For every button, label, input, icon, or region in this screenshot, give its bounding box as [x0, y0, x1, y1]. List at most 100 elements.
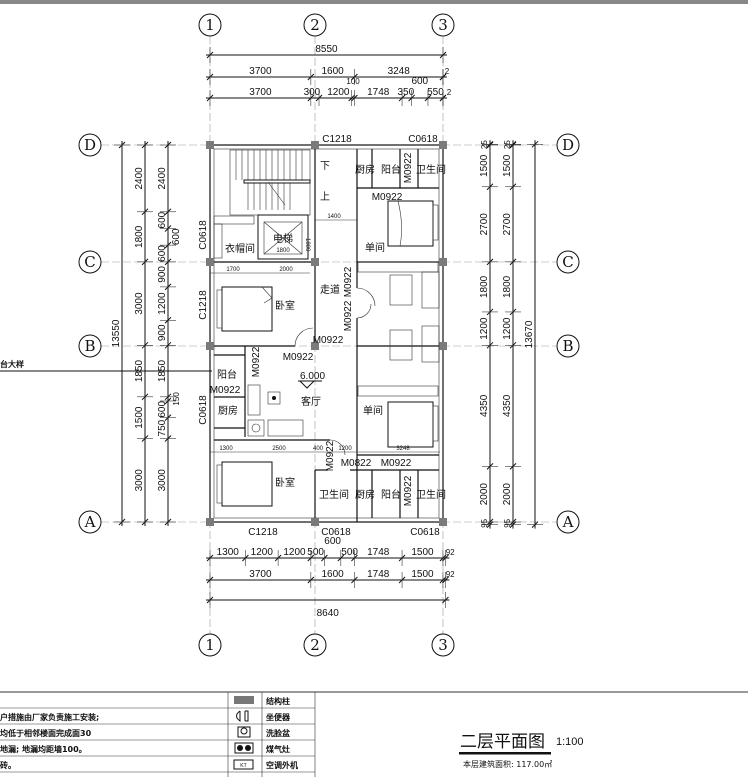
dimension-label: 3700	[249, 569, 272, 580]
title-text: 二层平面图	[460, 732, 545, 752]
axis-label: A	[84, 513, 96, 531]
room-label-balcony: 阳台	[381, 163, 401, 176]
door-label: M0922	[381, 458, 412, 469]
axis-label: B	[562, 337, 573, 355]
dimension-label: 2	[445, 67, 450, 76]
elevator-depth-label: 1800	[304, 238, 310, 252]
legend-label: 空调外机	[266, 760, 298, 770]
dim-label: 2500	[272, 446, 286, 452]
axis-label: D	[84, 136, 96, 154]
dimension-label: 300	[304, 87, 321, 98]
dimension-label: 900	[157, 266, 168, 283]
dimension-label: 1200	[479, 317, 490, 340]
dimension-label: 2400	[134, 167, 145, 190]
dim-label: 3248	[396, 446, 410, 452]
furniture	[216, 200, 440, 507]
door-swings	[294, 287, 376, 456]
dimension-label: 500	[341, 547, 358, 558]
dimension-label: 550	[427, 87, 444, 98]
room-label-kitchen: 厨房	[218, 404, 238, 417]
dim-label: 1200	[338, 446, 352, 452]
dimension-label: 3700	[249, 87, 272, 98]
legend-label: 结构柱	[266, 696, 290, 706]
dimension-label: 1200	[251, 547, 274, 558]
dimension-label: 600	[324, 536, 341, 547]
axis-bubble-2-top: 2	[303, 13, 327, 37]
dimension-label: 2	[447, 88, 452, 97]
dim-label: 2000	[279, 267, 293, 273]
room-label-balcony: 阳台	[217, 368, 237, 381]
door-label: M0822	[341, 458, 372, 469]
legend-table: 户措施由厂家负责施工安装; 均低于相邻楼面完成面30 地漏; 地漏均距墙100。…	[0, 691, 748, 777]
dimension-label: 1500	[411, 547, 434, 558]
room-label-bathroom: 卫生间	[416, 163, 446, 176]
axis-bubble-b-right: B	[556, 334, 580, 358]
axis-bubble-1-top: 1	[198, 13, 222, 37]
door-label: M0922	[325, 440, 336, 471]
legend-label: 煤气灶	[266, 744, 290, 754]
dimension-label: 92	[446, 570, 455, 579]
dimension-label: 150	[172, 392, 181, 406]
axis-label: A	[562, 513, 574, 531]
dimension-label: 13670	[524, 320, 535, 348]
axis-bubble-d-left: D	[78, 133, 102, 157]
dimension-label: 1600	[322, 569, 345, 580]
door-label: M0922	[313, 335, 344, 346]
room-label-balcony: 阳台	[381, 488, 401, 501]
room-label-corridor: 走道	[320, 283, 340, 296]
legend-label: 坐便器	[266, 712, 291, 722]
dimension-label: 600	[157, 245, 168, 262]
dim-label: 1700	[226, 267, 240, 273]
dimension-label: 3700	[249, 66, 272, 77]
window-label: C0618	[198, 395, 209, 425]
axis-bubble-a-right: A	[556, 510, 580, 534]
axis-bubble-a-left: A	[78, 510, 102, 534]
dimension-label: 1748	[367, 547, 390, 558]
dimension-label: 2000	[502, 483, 513, 506]
axis-label: 2	[310, 16, 320, 34]
dimension-label: 1800	[134, 225, 145, 248]
title-scale: 1:100	[556, 736, 584, 748]
elevation-mark: 6.000	[298, 371, 325, 389]
axis-bubble-1-bottom: 1	[198, 633, 222, 657]
dimension-label: 1200	[283, 547, 306, 558]
dimension-label: 2700	[502, 213, 513, 236]
dimension-label: 1600	[322, 66, 345, 77]
dimension-label: 1748	[367, 569, 390, 580]
dimension-label: 1500	[479, 154, 490, 177]
window-label: C1218	[248, 527, 278, 538]
axis-label: B	[84, 337, 95, 355]
dimension-label: 8550	[315, 44, 338, 55]
dimension-label: 1500	[411, 569, 434, 580]
dimension-label: 2700	[479, 213, 490, 236]
window-label: C1218	[198, 290, 209, 320]
dimension-label: 95	[480, 518, 489, 527]
dimension-label: 1500	[502, 154, 513, 177]
svg-text:KT: KT	[240, 763, 246, 769]
dimension-label: 1200	[327, 87, 350, 98]
dimension-label: 3000	[134, 469, 145, 492]
axis-label: D	[562, 136, 574, 154]
window-label: C0618	[321, 527, 351, 538]
dimension-label: 1200	[502, 317, 513, 340]
dimension-label: 100	[346, 77, 360, 86]
toilet-symbol-icon	[236, 710, 249, 722]
stove-symbol-icon	[234, 742, 254, 754]
dimension-label: 1500	[134, 406, 145, 429]
note-text: 均低于相邻楼面完成面30	[0, 728, 92, 738]
dimension-label: 95	[503, 518, 512, 527]
room-label-kitchen: 厨房	[355, 488, 375, 501]
dimension-label: 4350	[502, 394, 513, 417]
axis-label: 1	[205, 16, 215, 34]
note-text: 地漏; 地漏均距墙100。	[0, 744, 87, 754]
dimension-label: 1800	[502, 275, 513, 298]
dimension-label: 1300	[217, 547, 240, 558]
room-label-living-room: 客厅	[301, 395, 321, 408]
room-label-single-room: 单间	[363, 404, 383, 417]
dimension-label: 3000	[134, 292, 145, 315]
door-label: M0922	[343, 266, 354, 297]
door-label: M0922	[403, 475, 414, 506]
window-label: C0618	[410, 527, 440, 538]
dim-label: 1400	[327, 214, 341, 220]
